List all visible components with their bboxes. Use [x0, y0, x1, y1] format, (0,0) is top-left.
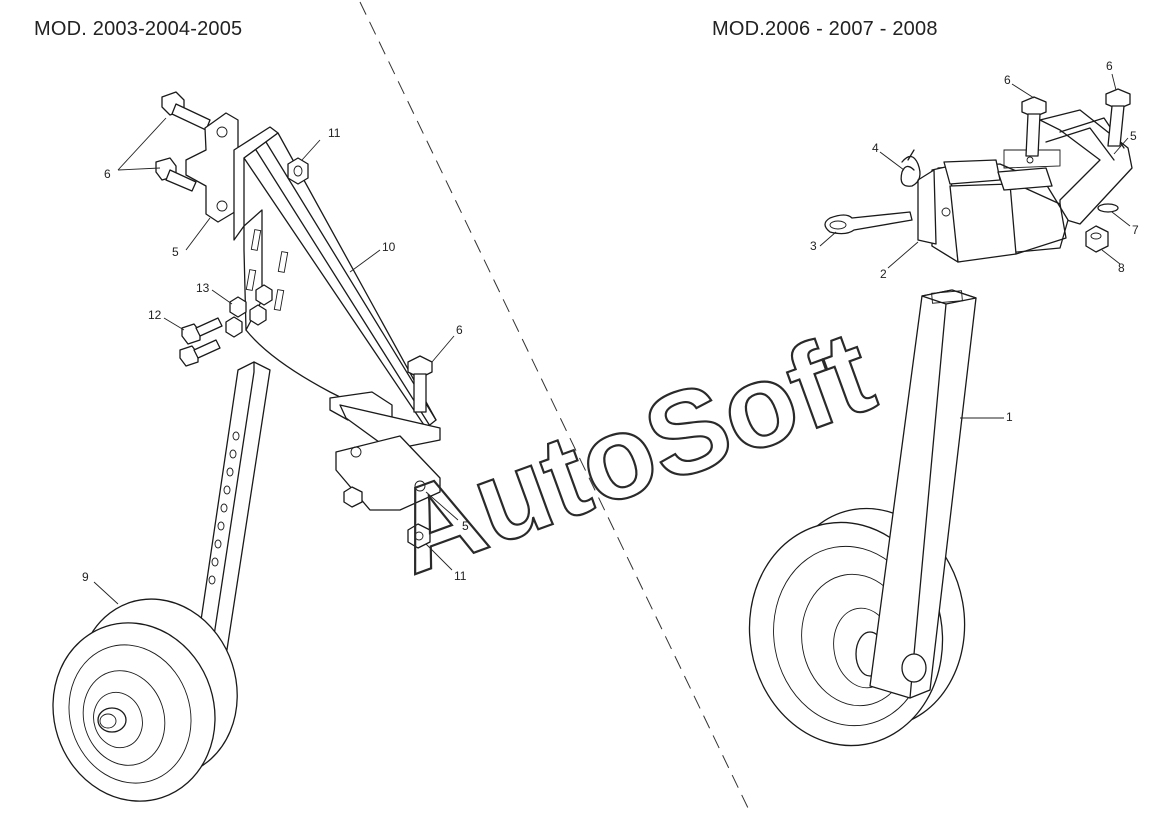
bolt-6-right-a	[1021, 96, 1047, 157]
callout-left-5-upper: 5	[172, 245, 179, 259]
callout-leaders	[93, 73, 1131, 605]
callout-right-6-b: 6	[1106, 59, 1113, 73]
divider-dashed-line	[359, 1, 749, 809]
support-arm-10	[233, 126, 441, 451]
callout-left-6-upper: 6	[104, 167, 111, 181]
bolts-12	[179, 317, 223, 367]
washer-7	[1097, 203, 1119, 213]
housing-2	[917, 149, 1069, 263]
bolt-6-right-b	[1105, 88, 1131, 147]
nut-11-upper	[287, 157, 309, 185]
callout-right-6-a: 6	[1004, 73, 1011, 87]
pin-3	[824, 211, 913, 235]
callout-left-10: 10	[382, 240, 396, 254]
callout-right-3: 3	[810, 239, 817, 253]
wheel-leg-1	[869, 289, 977, 699]
nut-8	[1085, 225, 1109, 253]
bolt-6-upper-left	[155, 91, 211, 192]
callout-right-1: 1	[1006, 410, 1013, 424]
callout-right-7: 7	[1132, 223, 1139, 237]
nut-11-lower	[407, 523, 431, 549]
wheel-leg-left	[195, 361, 271, 663]
callout-left-6-middle: 6	[456, 323, 463, 337]
callout-left-9: 9	[82, 570, 89, 584]
upper-bracket-5	[185, 112, 239, 223]
callout-labels: 6 5 11 10 13 12 6 5 11 9 6 6 4 5 7 3 2 8…	[82, 59, 1139, 584]
callout-left-12: 12	[148, 308, 162, 322]
callout-left-11-lower: 11	[454, 569, 467, 583]
bolt-6-middle	[407, 355, 433, 413]
callout-left-11-upper: 11	[328, 126, 341, 140]
title-right: MOD.2006 - 2007 - 2008	[712, 18, 938, 40]
right-assembly	[748, 88, 1133, 747]
callout-right-2: 2	[880, 267, 887, 281]
nuts-13	[225, 284, 273, 338]
callout-left-13: 13	[196, 281, 210, 295]
callout-left-5-lower: 5	[462, 519, 469, 533]
nut-lower-bracket	[343, 486, 363, 508]
callout-right-4: 4	[872, 141, 879, 155]
spring-clip-4	[900, 149, 921, 187]
title-left: MOD. 2003-2004-2005	[34, 18, 243, 40]
callout-right-5: 5	[1130, 129, 1137, 143]
left-assembly	[52, 91, 441, 802]
wheel-9	[52, 598, 238, 802]
callout-right-8: 8	[1118, 261, 1125, 275]
